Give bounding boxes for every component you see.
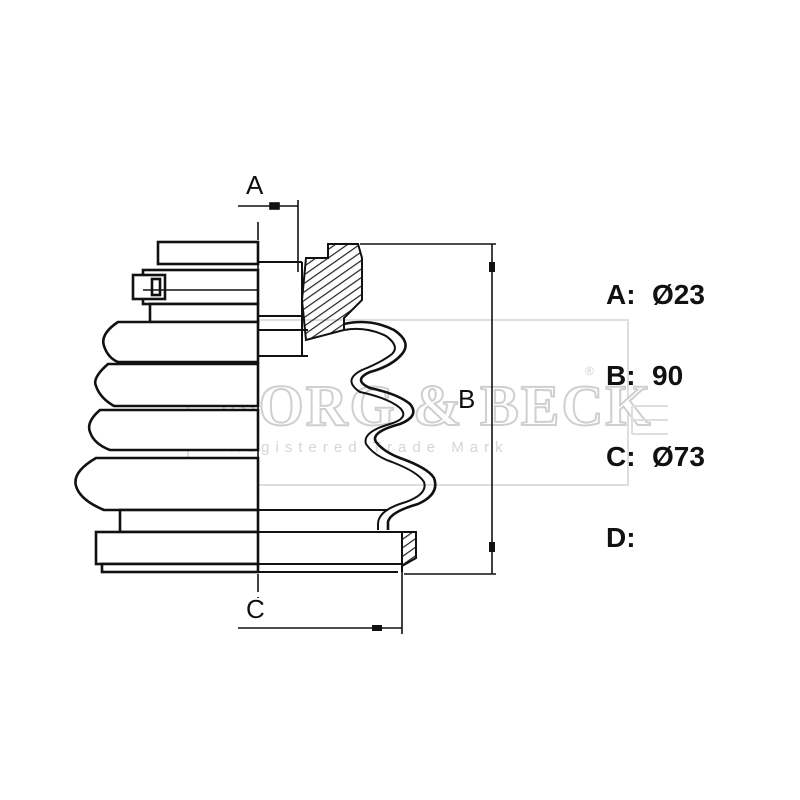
watermark-brand-text: BORG & BECK xyxy=(218,373,653,438)
dimension-c xyxy=(238,566,403,634)
spec-c-value: Ø73 xyxy=(652,441,705,472)
watermark-subtitle: Registered Trade Mark xyxy=(230,439,509,456)
watermark-registered-mark: ® xyxy=(585,364,594,378)
dimension-label-b: B xyxy=(458,384,475,414)
spec-a-label: A: xyxy=(606,279,636,310)
dimension-a xyxy=(238,200,299,272)
spec-c-label: C: xyxy=(606,441,636,472)
spec-list: A: Ø23 B: 90 C: Ø73 D: xyxy=(606,279,705,553)
dimension-label-c: C xyxy=(246,594,265,624)
spec-d-label: D: xyxy=(606,522,636,553)
boot-right-section xyxy=(258,243,437,573)
large-end-hatched-section xyxy=(401,531,417,568)
boot-left-silhouette xyxy=(74,240,260,574)
brand-watermark: Genuine BORG & BECK ® Registered Trade M… xyxy=(187,319,668,486)
spec-b-value: 90 xyxy=(652,360,683,391)
watermark-edge-glyph xyxy=(631,405,668,435)
dimension-label-a: A xyxy=(246,170,264,200)
bellows-section-profile xyxy=(343,320,437,530)
spec-b-label: B: xyxy=(606,360,636,391)
dimension-b xyxy=(360,243,496,575)
spec-a-value: Ø23 xyxy=(652,279,705,310)
small-end-hatched-section xyxy=(300,243,363,342)
